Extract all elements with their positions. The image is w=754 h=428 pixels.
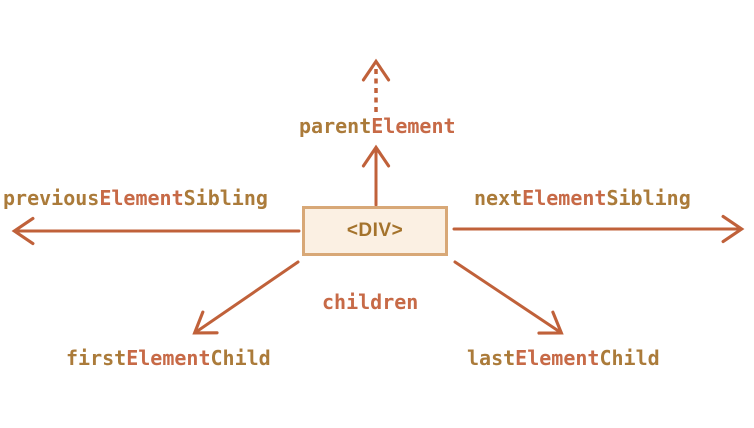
label-segment: Element (515, 346, 600, 370)
label-segment: Child (599, 346, 660, 370)
label-next-element-sibling: nextElementSibling (474, 188, 691, 208)
label-segment: children (322, 290, 419, 314)
last-child-arrow (453, 260, 564, 335)
div-node: <DIV> (302, 206, 448, 256)
label-segment: Element (99, 186, 184, 210)
div-node-label: <DIV> (346, 220, 404, 241)
label-parent-element: parentElement (299, 116, 456, 136)
label-segment: Element (371, 114, 456, 138)
label-segment: Sibling (606, 186, 691, 210)
label-segment: Child (210, 346, 271, 370)
first-child-arrow (192, 260, 300, 335)
label-last-element-child: lastElementChild (467, 348, 660, 368)
label-previous-element-sibling: previousElementSibling (3, 188, 268, 208)
label-segment: previous (3, 186, 100, 210)
label-segment: last (467, 346, 516, 370)
label-first-element-child: firstElementChild (66, 348, 271, 368)
label-segment: first (66, 346, 127, 370)
label-children: children (322, 292, 418, 312)
label-segment: Element (522, 186, 607, 210)
label-segment: parent (299, 114, 372, 138)
label-segment: next (474, 186, 523, 210)
label-segment: Sibling (183, 186, 268, 210)
label-segment: Element (126, 346, 211, 370)
